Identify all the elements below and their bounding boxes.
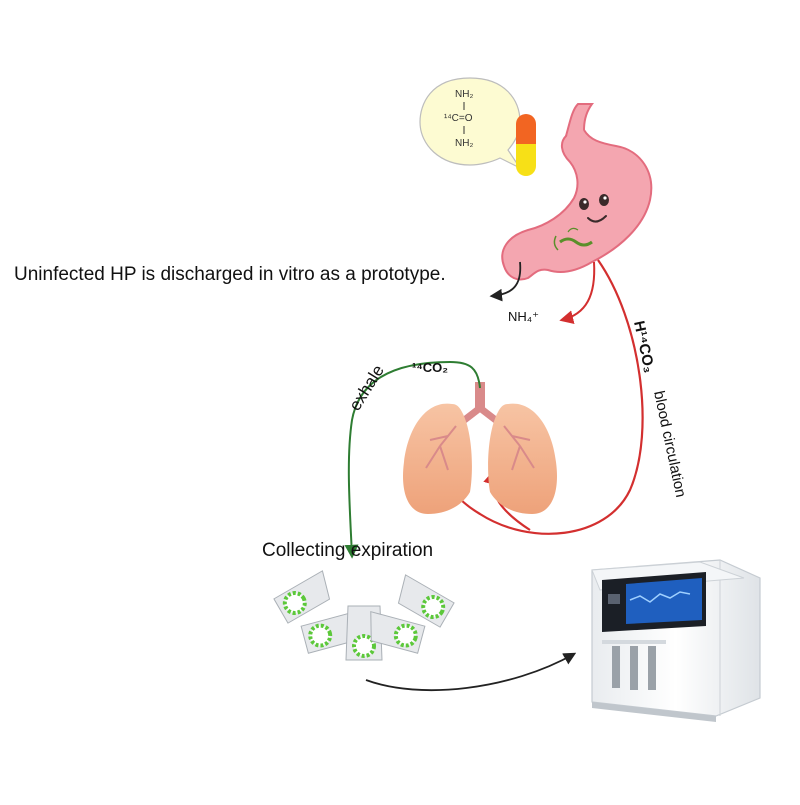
capsule-icon (516, 114, 536, 176)
analyzer-machine-icon (591, 559, 761, 722)
urea-speech-bubble-icon: NH₂ ¹⁴C=O NH₂ (419, 77, 522, 170)
breath-collector-icon (273, 570, 455, 661)
urea-top: NH₂ (455, 89, 473, 100)
discharge-arrow (489, 261, 522, 302)
exhale-path (344, 360, 481, 559)
exhale-label: exhale (345, 362, 388, 415)
exhale-co2-label: ¹⁴CO₂ (412, 360, 448, 375)
analysis-arrow (365, 652, 577, 692)
lungs-icon (403, 382, 557, 514)
blood-circulation-label: blood circulation (650, 389, 689, 499)
nh4-arrow (559, 261, 596, 325)
stomach-icon (501, 103, 653, 281)
urea-bottom: NH₂ (455, 138, 473, 149)
urea-middle: ¹⁴C=O (444, 113, 473, 124)
bacteria-icon (553, 227, 593, 251)
nh4-label: NH₄⁺ (508, 309, 539, 324)
uninfected-label: Uninfected HP is discharged in vitro as … (14, 264, 446, 285)
collecting-expiration-label: Collecting expiration (262, 540, 434, 561)
